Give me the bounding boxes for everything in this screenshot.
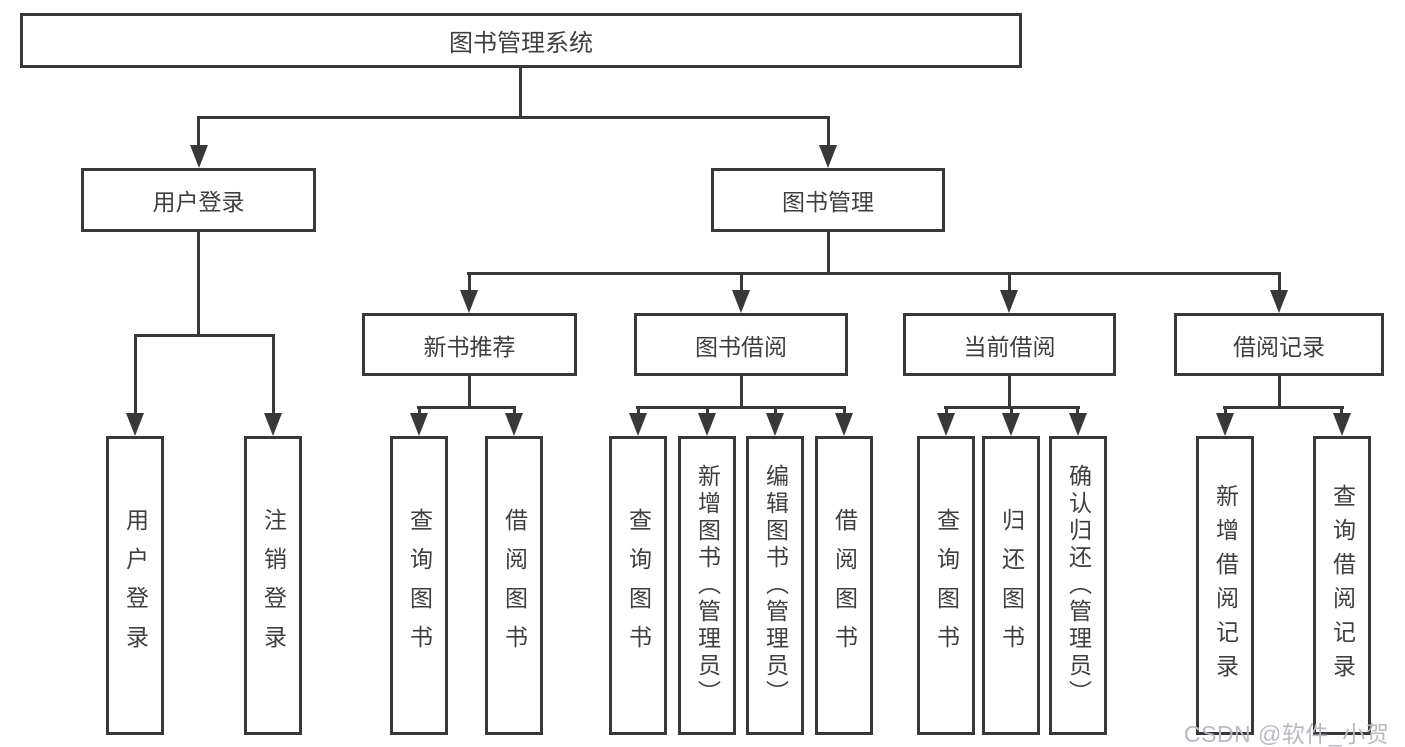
connector-book-borrow-bus [636,406,846,409]
connector-root-stem [519,68,522,118]
node-new-book-recommend: 新书推荐 [362,313,577,376]
connector-new-book-stem [468,376,471,408]
node-user-login: 用户登录 [81,168,316,232]
arrowhead-new-book [460,290,478,313]
connector-user-login-bus [134,334,275,337]
connector-book-management-stem [827,232,830,274]
leaf-return-books: 归还图书 [982,436,1040,735]
connector-level3-bus [467,272,1281,275]
arrowhead-cur-confirm [1069,413,1087,436]
arrowhead-cur-return [1002,413,1020,436]
arrowhead-rcd-query [1333,413,1351,436]
leaf-logout: 注销登录 [244,436,302,735]
connector-drop-leaf-logout [272,334,275,415]
leaf-user-login: 用户登录 [106,436,164,735]
arrowhead-current-borrow [1000,290,1018,313]
leaf-confirm-return-admin: 确认归还（管理员） [1049,436,1107,735]
connector-drop-cur-confirm [1076,406,1079,416]
leaf-edit-books-admin: 编辑图书（管理员） [746,436,804,735]
leaf-borrow-books-borrow: 借阅图书 [815,436,873,735]
connector-drop-rec-borrow [513,406,516,416]
connector-drop-book-management [827,116,830,147]
connector-drop-leaf-user-login [134,334,137,415]
leaf-add-borrow-record: 新增借阅记录 [1196,436,1254,735]
arrowhead-bor-edit [766,413,784,436]
arrowhead-cur-query [937,413,955,436]
connector-drop-bor-edit [774,406,777,416]
connector-borrow-records-stem [1278,376,1281,408]
connector-drop-current-borrow [1008,272,1011,292]
connector-drop-book-borrow [740,272,743,292]
leaf-query-books-current: 查询图书 [917,436,975,735]
node-book-management-system: 图书管理系统 [20,13,1022,68]
leaf-borrow-books-recommend: 借阅图书 [485,436,543,735]
arrowhead-rec-query [410,413,428,436]
arrowhead-rec-borrow [505,413,523,436]
connector-drop-new-book [468,272,471,292]
connector-drop-rec-query [418,406,421,416]
node-borrow-records: 借阅记录 [1174,313,1384,376]
connector-drop-bor-borrow [843,406,846,416]
connector-drop-rcd-query [1340,406,1343,416]
arrowhead-rcd-add [1216,413,1234,436]
connector-drop-borrow-records [1278,272,1281,292]
connector-drop-bor-query [637,406,640,416]
connector-level2-bus [197,116,830,119]
arrowhead-bor-add [698,413,716,436]
arrowhead-leaf-logout [264,413,282,436]
csdn-watermark: CSDN @软件_小贺同学 [1184,721,1390,747]
connector-drop-cur-query [945,406,948,416]
leaf-query-books-recommend: 查询图书 [390,436,448,735]
connector-borrow-records-bus [1223,406,1344,409]
node-book-management: 图书管理 [711,168,945,232]
connector-book-borrow-stem [740,376,743,408]
arrowhead-bor-borrow [835,413,853,436]
arrowhead-book-management [819,145,837,168]
arrowhead-user-login [190,145,208,168]
connector-drop-cur-return [1010,406,1013,416]
leaf-query-borrow-record: 查询借阅记录 [1313,436,1371,735]
connector-drop-rcd-add [1224,406,1227,416]
connector-user-login-stem [197,232,200,336]
connector-new-book-bus [417,406,516,409]
connector-drop-bor-add [706,406,709,416]
node-book-borrow: 图书借阅 [634,313,848,376]
connector-drop-user-login [197,116,200,147]
leaf-add-books-admin: 新增图书（管理员） [678,436,736,735]
node-current-borrow: 当前借阅 [903,313,1116,376]
arrowhead-leaf-user-login [126,413,144,436]
arrowhead-bor-query [629,413,647,436]
connector-current-borrow-stem [1008,376,1011,408]
arrowhead-borrow-records [1270,290,1288,313]
arrowhead-book-borrow [732,290,750,313]
leaf-query-books-borrow: 查询图书 [609,436,667,735]
